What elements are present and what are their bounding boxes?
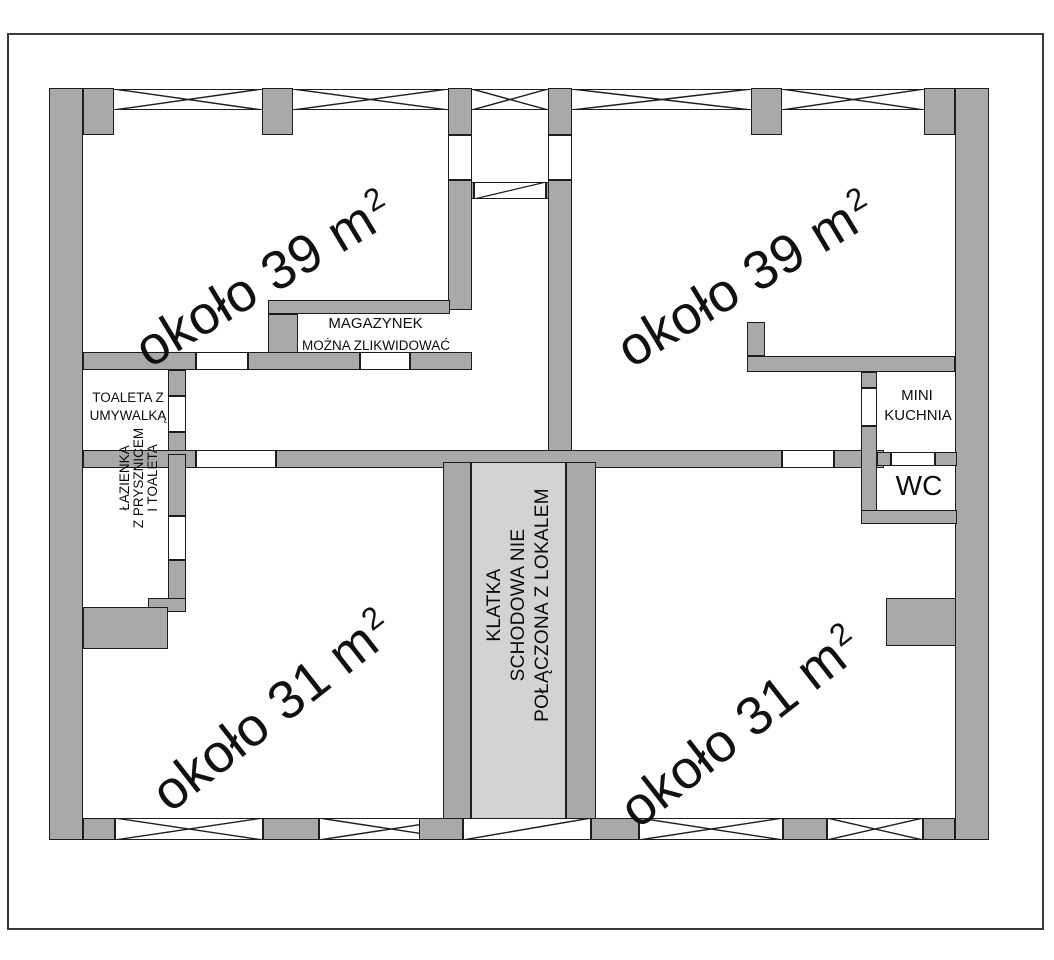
vestibule-door-opening-left <box>448 135 472 180</box>
corridor-door-opening-left <box>196 450 276 468</box>
wc-partition-left <box>877 452 891 466</box>
pier-top-5 <box>751 88 782 135</box>
window-cross-bottom-4 <box>827 818 923 840</box>
corridor-spine-wall-right <box>548 180 572 462</box>
pier-top-3 <box>448 88 472 135</box>
door-opening-upper-left-2 <box>360 352 410 370</box>
pier-top-2 <box>262 88 293 135</box>
partition-upper-left-c <box>410 352 472 370</box>
kitchen-wall-top-run <box>747 356 955 372</box>
window-cross-top-4 <box>572 89 751 110</box>
pier-bottom-2 <box>263 818 319 840</box>
fixture-block-left <box>83 607 168 649</box>
bathroom-door-opening <box>168 516 186 560</box>
pier-bottom-3 <box>419 818 463 840</box>
wc-partition-right <box>935 452 957 466</box>
toilet-door-opening <box>168 396 186 432</box>
bathroom-wall-right-upper <box>168 454 186 516</box>
stairwell-wall-right <box>566 462 596 820</box>
wc-door-opening <box>891 452 935 466</box>
stairwell-caption-line2: SCHODOWA NIE <box>507 528 529 682</box>
bathroom-label-line3: I TOALETA <box>145 444 160 512</box>
window-cross-top-2 <box>293 89 448 110</box>
vestibule-door-opening-right <box>548 135 572 180</box>
toilet-label-line2: UMYWALKĄ <box>89 408 167 423</box>
wc-wall-bottom <box>861 510 957 524</box>
kitchen-label-line1: MINI <box>901 387 933 404</box>
pier-top-1 <box>83 88 114 135</box>
window-cross-top-1 <box>114 89 262 110</box>
window-cross-top-5 <box>782 89 924 110</box>
pier-top-4 <box>548 88 572 135</box>
stairwell-caption-line1: KLATKA <box>484 568 505 642</box>
pier-bottom-5 <box>783 818 827 840</box>
storage-label-line2: MOŻNA ZLIKWIDOWAĆ <box>302 338 450 353</box>
pier-bottom-4 <box>591 818 639 840</box>
toilet-label-line1: TOALETA Z <box>92 390 164 405</box>
partition-upper-left-a <box>83 352 196 370</box>
stairwell-door-swing <box>463 818 591 840</box>
stairwell-caption: KLATKA SCHODOWA NIE POŁĄCZONA Z LOKALEM <box>483 435 553 775</box>
window-cross-bottom-3 <box>639 818 783 840</box>
toilet-wall-right-upper <box>168 370 186 396</box>
stairwell-caption-line3: POŁĄCZONA Z LOKALEM <box>531 488 553 722</box>
corridor-door-opening-right <box>782 450 834 468</box>
partition-upper-left-b <box>248 352 360 370</box>
stairwell-area <box>471 462 566 820</box>
kitchen-door-opening <box>861 388 877 426</box>
pier-bottom-6 <box>923 818 955 840</box>
window-cross-bottom-1 <box>115 818 263 840</box>
kitchen-wall-left-upper <box>861 372 877 388</box>
exterior-wall-left <box>49 88 83 840</box>
fixture-block-right <box>886 598 956 646</box>
kitchen-wall-left-lower <box>861 426 877 518</box>
window-cross-top-3 <box>472 89 548 110</box>
wc-label: WC <box>895 470 943 501</box>
kitchen-wall-top <box>747 322 765 356</box>
corridor-spine-wall-left <box>448 180 472 310</box>
corridor-wall-left-stub <box>83 450 196 468</box>
stairwell-wall-left <box>443 462 471 820</box>
storage-label-line1: MAGAZYNEK <box>328 315 423 332</box>
door-opening-upper-left-1 <box>196 352 248 370</box>
pier-bottom-1 <box>83 818 115 840</box>
kitchen-label-line2: KUCHNIA <box>884 407 952 424</box>
storage-wall-top <box>268 300 450 314</box>
vestibule-door-swing-line <box>474 182 546 199</box>
pier-top-6 <box>924 88 955 135</box>
exterior-wall-right <box>955 88 989 840</box>
